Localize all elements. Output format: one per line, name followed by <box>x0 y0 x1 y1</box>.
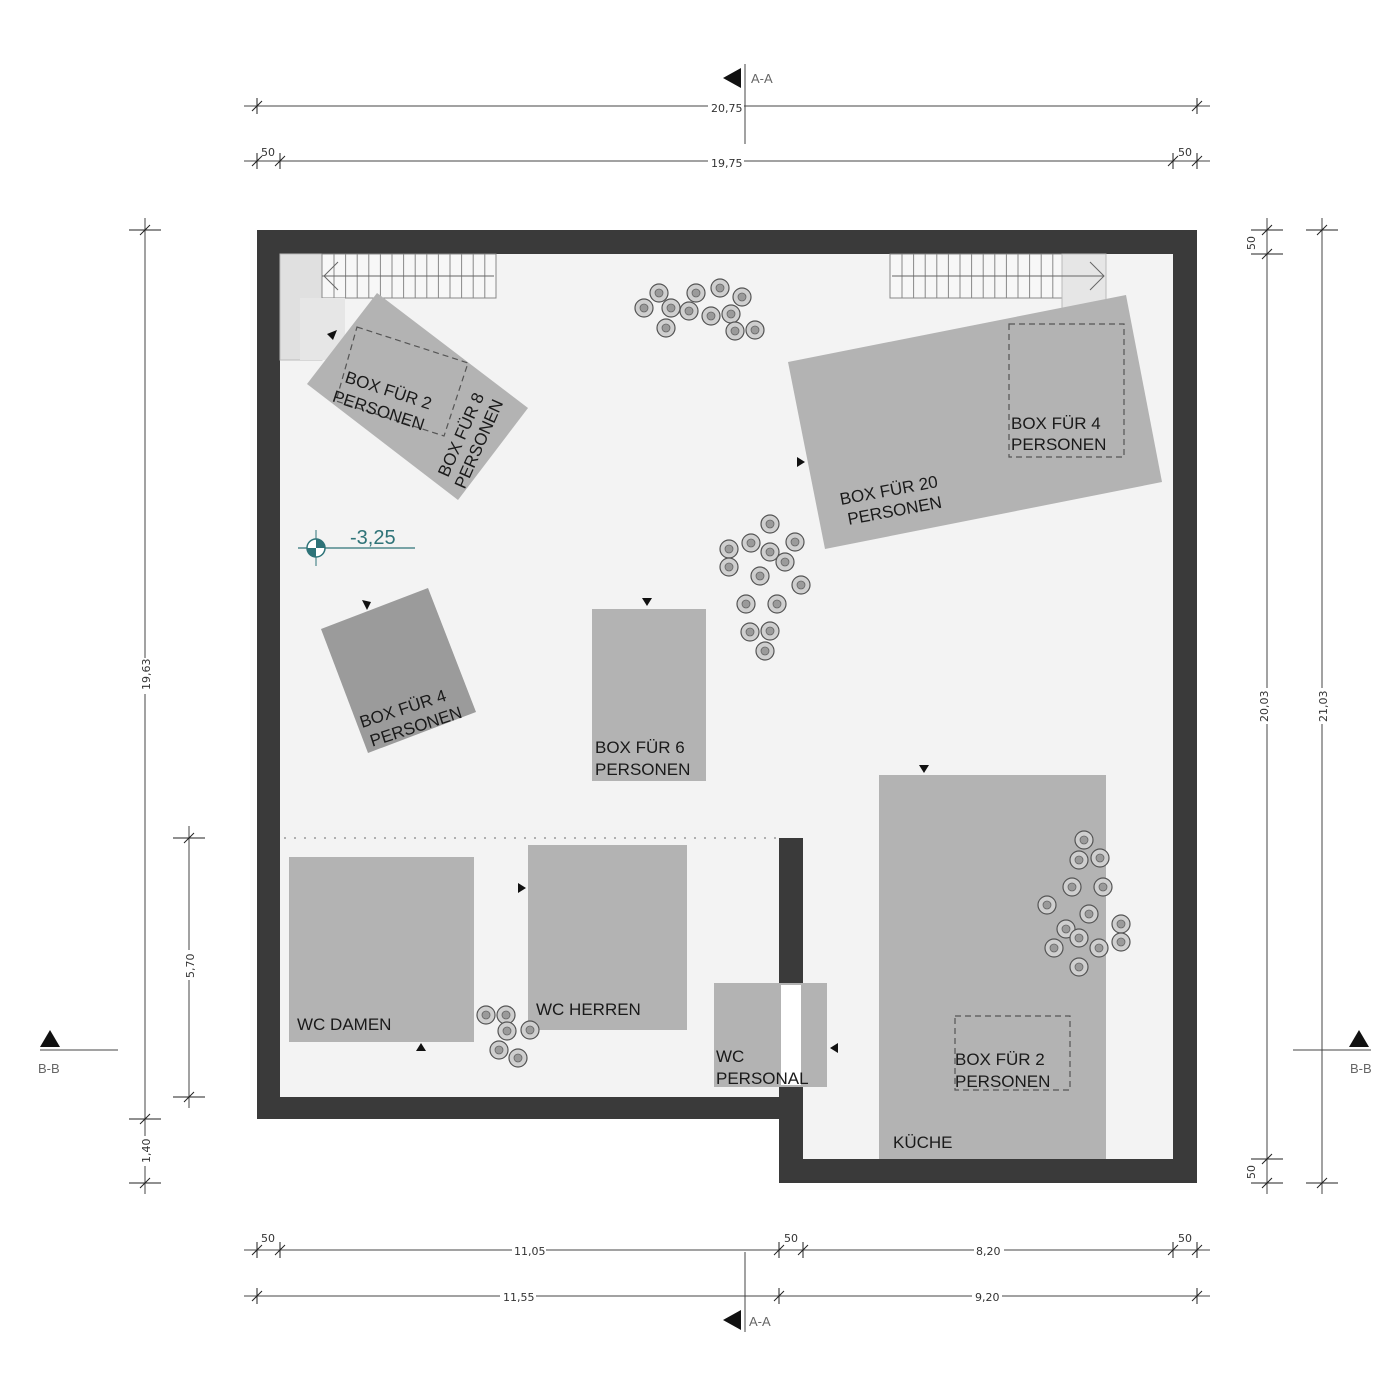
level-marker-label: -3,25 <box>350 527 396 549</box>
svg-text:BOX FÜR 6 PERSONEN: BOX FÜR 6 PERSONEN <box>595 738 690 779</box>
room-wc-personal-label-2: PERSONAL <box>716 1069 809 1088</box>
room-box-20[interactable]: BOX FÜR 4 PERSONEN BOX FÜR 20 PERSONEN <box>788 295 1162 549</box>
dim-right-top-wall: 50 <box>1245 236 1258 250</box>
dim-left-total: 19,63 <box>140 659 153 691</box>
room-box-6[interactable]: BOX FÜR 6 PERSONEN <box>592 609 706 781</box>
room-box-4-inner-outline <box>1008 323 1125 458</box>
entry-arrow <box>830 1043 838 1053</box>
entry-arrow <box>642 598 652 606</box>
entry-arrow <box>327 330 337 340</box>
room-wc-personal[interactable]: WC PERSONAL <box>714 983 827 1088</box>
stool-clusters <box>476 278 1131 1068</box>
dim-left-bottom: 1,40 <box>140 1139 153 1164</box>
svg-text:WC PERSONAL: WC PERSONAL <box>716 1047 809 1088</box>
room-wc-herren[interactable]: WC HERREN <box>528 845 687 1030</box>
section-a-top-label: A-A <box>751 71 773 86</box>
room-box-6-label-1: BOX FÜR 6 <box>595 738 685 757</box>
dimension-labels: 20,75 19,75 50 50 19,63 5,70 1,40 20,03 … <box>138 100 1330 1304</box>
entry-arrow <box>416 1043 426 1051</box>
svg-text:BOX FÜR 4 PERSONEN: BOX FÜR 4 PERSONEN <box>1011 414 1106 454</box>
dim-right-total: 21,03 <box>1317 691 1330 723</box>
entry-arrow <box>919 765 929 773</box>
level-marker: -3,25 <box>298 527 415 566</box>
dim-top-left-wall: 50 <box>261 146 275 159</box>
svg-text:BOX FÜR 2 PERSONEN: BOX FÜR 2 PERSONEN <box>955 1050 1050 1091</box>
room-wc-damen[interactable]: WC DAMEN <box>289 857 474 1042</box>
partition-wall <box>779 838 803 983</box>
dim-bottom-right: 8,20 <box>976 1245 1001 1258</box>
section-a-bottom-label: A-A <box>749 1314 771 1329</box>
entry-arrow <box>518 883 526 893</box>
room-box-4-inner-label-2: PERSONEN <box>1011 435 1106 454</box>
section-marker-b-left: B-B <box>38 1030 118 1076</box>
stair-right <box>889 253 1107 311</box>
section-marker-a-top: A-A <box>723 64 773 144</box>
dim-bottom2-left: 11,55 <box>503 1291 535 1304</box>
dim-bottom2-right: 9,20 <box>975 1291 1000 1304</box>
room-kueche[interactable]: BOX FÜR 2 PERSONEN KÜCHE <box>879 775 1106 1159</box>
dim-bottom-left: 11,05 <box>514 1245 546 1258</box>
dim-bottom-wall-2: 50 <box>784 1232 798 1245</box>
dim-bottom-wall-1: 50 <box>261 1232 275 1245</box>
room-box-2-kitchen-outline <box>954 1015 1071 1091</box>
dim-right-bottom-wall: 50 <box>1245 1165 1258 1179</box>
room-box-8[interactable]: BOX FÜR 2 PERSONEN BOX FÜR 8 PERSONEN <box>307 293 528 500</box>
room-wc-personal-label-1: WC <box>716 1047 744 1066</box>
dim-top-total: 20,75 <box>711 102 743 115</box>
dim-bottom-wall-3: 50 <box>1178 1232 1192 1245</box>
dim-top-right-wall: 50 <box>1178 146 1192 159</box>
room-wc-damen-label: WC DAMEN <box>297 1015 391 1034</box>
room-box-4-inner-label-1: BOX FÜR 4 <box>1011 414 1101 433</box>
stair-left <box>279 253 497 361</box>
section-b-right-label: B-B <box>1350 1061 1372 1076</box>
entry-arrows <box>327 330 929 1053</box>
partition-wall-lower <box>779 1087 803 1099</box>
entry-arrow <box>797 457 805 467</box>
room-box-2-kitchen-label-2: PERSONEN <box>955 1072 1050 1091</box>
entry-arrow <box>362 600 371 610</box>
room-kueche-label: KÜCHE <box>893 1133 953 1152</box>
room-box-2-top-outline <box>335 326 469 437</box>
dim-right-inner: 20,03 <box>1258 691 1271 723</box>
dim-top-inner: 19,75 <box>711 157 743 170</box>
room-wc-herren-label: WC HERREN <box>536 1000 641 1019</box>
dim-left-part: 5,70 <box>184 954 197 979</box>
room-box-6-label-2: PERSONEN <box>595 760 690 779</box>
room-box-2-kitchen-label-1: BOX FÜR 2 <box>955 1050 1045 1069</box>
section-marker-b-right: B-B <box>1293 1030 1372 1076</box>
section-b-left-label: B-B <box>38 1061 60 1076</box>
section-marker-a-bottom: A-A <box>723 1252 771 1332</box>
